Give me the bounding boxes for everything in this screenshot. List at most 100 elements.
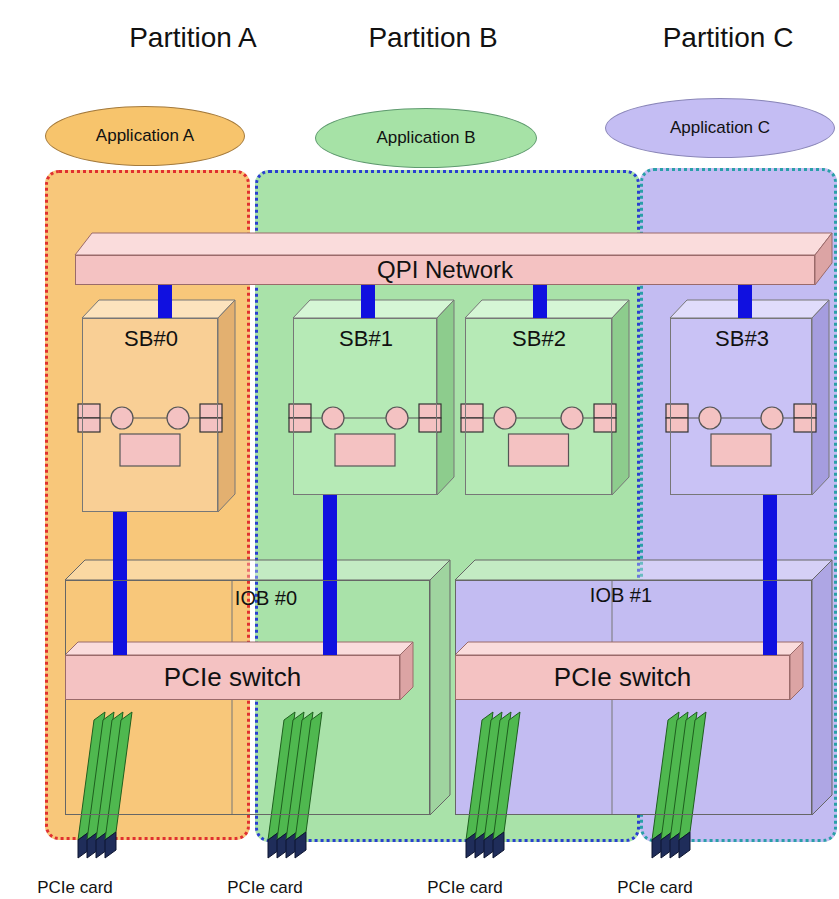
node-label: PCIe switch [554,662,691,693]
pcie-card [679,712,706,840]
system-board: SB#3 [670,318,812,495]
qpi-side [815,233,832,285]
cpu-symbol [167,407,189,429]
node-label: SB#2 [512,326,566,352]
part-label-wrap: PCIe card [427,878,503,898]
node-label: SB#1 [339,326,393,352]
cpu-symbol [494,407,516,429]
application-ellipse: Application A [45,106,245,166]
board-front [465,318,612,495]
switch-faces [65,642,803,700]
memory-module [461,418,483,432]
pcie-card [493,712,520,840]
system-board: SB#2 [465,318,612,495]
qpi-bar-faces [75,233,832,285]
board-side [812,300,829,495]
memory-module [666,418,688,432]
memory-module [461,404,483,418]
chipset-block [711,434,771,466]
chipset-block [335,434,395,466]
node-label: Application C [670,118,770,138]
application-ellipse: Application B [315,108,537,168]
node-label: Partition B [368,21,497,55]
io-board: IOB #0 PCIe switch [65,580,430,815]
system-board: SB#0 [82,318,218,512]
board-side [612,300,629,495]
card-bracket [105,832,116,858]
chipset-block [509,434,569,466]
memory-module [594,418,616,432]
cpu-symbol [111,407,133,429]
board-front [293,318,437,495]
node-label: SB#0 [124,326,178,352]
memory-module [419,418,441,432]
pcie-cards [78,712,706,858]
node-label: SB#3 [715,326,769,352]
qpi-front [75,255,815,285]
pcie-card [105,712,132,840]
iob-faces [65,560,832,815]
memory-module [289,418,311,432]
part-label: PCIe card [427,878,503,898]
memory-module [289,404,311,418]
cpu-symbol [322,407,344,429]
node-label: Partition A [129,21,257,55]
part-label-wrap: PCIe card [617,878,693,898]
part-label: PCIe card [227,878,303,898]
bus-link [533,285,547,318]
iob-side [812,560,832,815]
switch-top [455,642,803,655]
bus-link [361,285,375,318]
card-bracket [679,832,690,858]
system-boards [78,300,829,512]
memory-module [78,418,100,432]
bus-link [323,495,337,655]
node-label: Partition C [663,21,794,55]
io-board: IOB #1 PCIe switch [455,580,812,815]
switch-side [400,642,413,700]
node-label: IOB #0 [235,586,297,610]
application-ellipse: Application C [605,98,835,158]
part-label-wrap: PCIe card [37,878,113,898]
switch-front [65,655,400,700]
chipset-block [120,434,180,466]
board-front [670,318,812,495]
node-label: IOB #1 [590,583,652,607]
memory-module [666,404,688,418]
board-side [437,300,454,495]
pcie-switch: PCIe switch [65,655,400,700]
memory-module [594,404,616,418]
memory-module [78,404,100,418]
node-label: PCIe switch [164,662,301,693]
switch-side [790,642,803,700]
part-label-wrap: PCIe card [227,878,303,898]
card-bracket [493,832,504,858]
memory-module [419,404,441,418]
bus-link [113,512,127,655]
memory-module [794,418,816,432]
cpu-symbol [386,407,408,429]
node-label: QPI Network [377,256,513,285]
system-board: SB#1 [293,318,437,495]
memory-module [200,404,222,418]
part-label: PCIe card [37,878,113,898]
cpu-symbol [761,407,783,429]
qpi-top [75,233,832,255]
card-bracket [295,832,306,858]
pcie-card [295,712,322,840]
switch-front [455,655,790,700]
memory-module [200,418,222,432]
iob-side [430,560,450,815]
part-label: PCIe card [617,878,693,898]
network-bar: QPI Network [75,255,815,285]
bus-link [738,285,752,318]
board-front [82,318,218,512]
cpu-symbol [561,407,583,429]
node-label: Application B [376,128,475,148]
bus-link [158,285,172,318]
bus-link [763,495,777,655]
node-label: Application A [96,126,194,146]
cpu-symbol [699,407,721,429]
pcie-switch: PCIe switch [455,655,790,700]
memory-module [794,404,816,418]
